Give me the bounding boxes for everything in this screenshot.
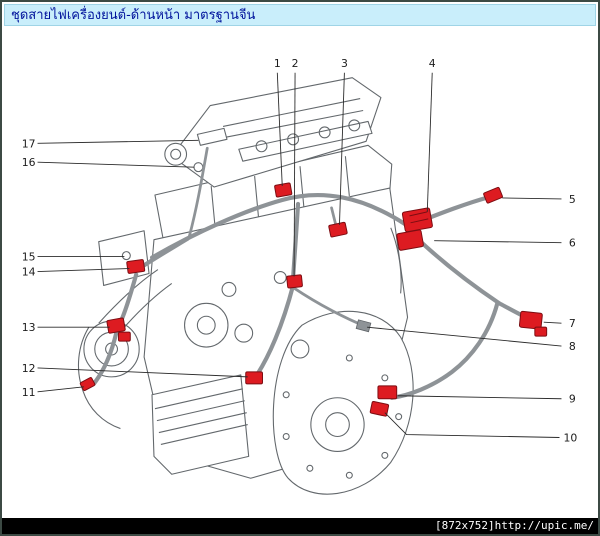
harness-clip-16	[193, 162, 204, 173]
wiring-harness	[91, 146, 536, 400]
callout-label-4: 4	[429, 57, 436, 70]
callout-label-17: 17	[22, 137, 36, 150]
leader-line-17	[37, 139, 199, 144]
callout-label-5: 5	[569, 193, 576, 206]
leader-line-4	[426, 72, 433, 212]
leader-line-1	[276, 72, 283, 187]
leader-line-6	[434, 240, 562, 244]
connector-6	[396, 229, 424, 251]
callout-label-8: 8	[569, 340, 576, 353]
leader-line-3	[339, 72, 345, 225]
harness-bracket-17	[196, 127, 228, 146]
engine-line-art	[78, 77, 414, 495]
callout-labels: 1 2 3 4 5 6 7 8 9 10 11 12 13 14 15 16 1…	[22, 57, 578, 445]
leader-line-12	[37, 367, 248, 378]
connector-2	[286, 274, 303, 289]
callout-label-7: 7	[569, 317, 576, 330]
bell-housing	[272, 310, 414, 495]
callout-label-12: 12	[22, 362, 36, 375]
oil-filler-cap	[164, 142, 188, 166]
connector-9	[377, 385, 398, 400]
callout-label-2: 2	[292, 57, 299, 70]
title-bar: ชุดสายไฟเครื่องยนต์-ด้านหน้า มาตรฐานจีน	[4, 4, 596, 26]
connectors	[79, 182, 548, 417]
callout-label-1: 1	[274, 57, 281, 70]
callout-label-3: 3	[341, 57, 348, 70]
leader-line-9	[397, 395, 562, 400]
callout-label-9: 9	[569, 393, 576, 406]
leader-line-8	[367, 326, 562, 347]
leader-line-10	[384, 412, 560, 438]
leader-line-7	[543, 321, 562, 324]
callout-label-6: 6	[569, 237, 576, 250]
callout-label-10: 10	[563, 431, 577, 444]
callout-label-15: 15	[22, 251, 36, 264]
leader-line-16	[37, 161, 195, 168]
diagram-area: 1 2 3 4 5 6 7 8 9 10 11 12 13 14 15 16 1…	[4, 29, 596, 520]
connector-4	[401, 207, 433, 233]
connector-1	[274, 182, 293, 198]
leader-lines	[37, 72, 562, 438]
connector-5	[483, 186, 503, 204]
connector-10	[369, 400, 390, 417]
callout-label-14: 14	[22, 265, 36, 278]
callout-label-11: 11	[22, 386, 36, 399]
status-text: [872x752]http://upic.me/	[435, 519, 594, 532]
leader-line-2	[293, 72, 296, 277]
connector-14	[126, 259, 146, 274]
connector-7	[518, 310, 548, 337]
callout-label-13: 13	[22, 321, 36, 334]
connector-13	[106, 317, 131, 342]
leader-line-11	[37, 386, 84, 393]
leader-line-5	[502, 197, 562, 200]
connector-3	[328, 221, 348, 238]
oil-pan	[151, 374, 250, 475]
title-text: ชุดสายไฟเครื่องยนต์-ด้านหน้า มาตรฐานจีน	[11, 8, 256, 23]
leader-line-14	[37, 268, 130, 272]
status-bar: [872x752]http://upic.me/	[2, 518, 598, 534]
ignition-coil-strip	[238, 120, 373, 162]
connector-12	[245, 371, 263, 385]
callout-label-16: 16	[22, 156, 36, 169]
engine-wiring-diagram: 1 2 3 4 5 6 7 8 9 10 11 12 13 14 15 16 1…	[22, 57, 578, 495]
mount-bolt	[121, 251, 131, 261]
